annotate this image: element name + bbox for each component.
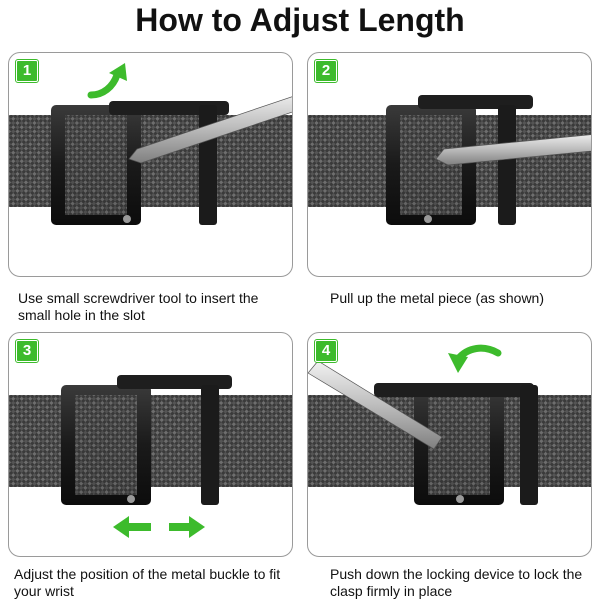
step-1-caption: Use small screwdriver tool to insert the… [18, 290, 259, 323]
step-1-panel: 1 [8, 52, 293, 277]
step-3-illustration [9, 375, 292, 538]
buckle-latch [374, 383, 534, 397]
step-2-caption: Pull up the metal piece (as shown) [330, 290, 544, 306]
step-4-badge: 4 [314, 339, 338, 363]
page-title: How to Adjust Length [135, 2, 465, 38]
step-3-badge: 3 [15, 339, 39, 363]
step-3-caption: Adjust the position of the metal buckle … [14, 566, 281, 599]
step-4-illustration [308, 344, 591, 505]
step-1-illustration [9, 63, 292, 225]
curved-up-arrow-icon [87, 63, 127, 99]
screwdriver [308, 360, 443, 450]
screwdriver [435, 134, 591, 166]
step-2-panel: 2 [307, 52, 592, 277]
screwdriver [128, 96, 292, 164]
step-1-badge: 1 [15, 59, 39, 83]
step-4-caption: Push down the locking device to lock the… [330, 566, 583, 599]
step-3-panel: 3 [8, 332, 293, 557]
curved-down-arrow-icon [448, 344, 502, 373]
step-2-badge: 2 [314, 59, 338, 83]
step-4-panel: 4 [307, 332, 592, 557]
step-2-illustration [308, 95, 591, 225]
left-right-arrows-icon [113, 516, 205, 538]
